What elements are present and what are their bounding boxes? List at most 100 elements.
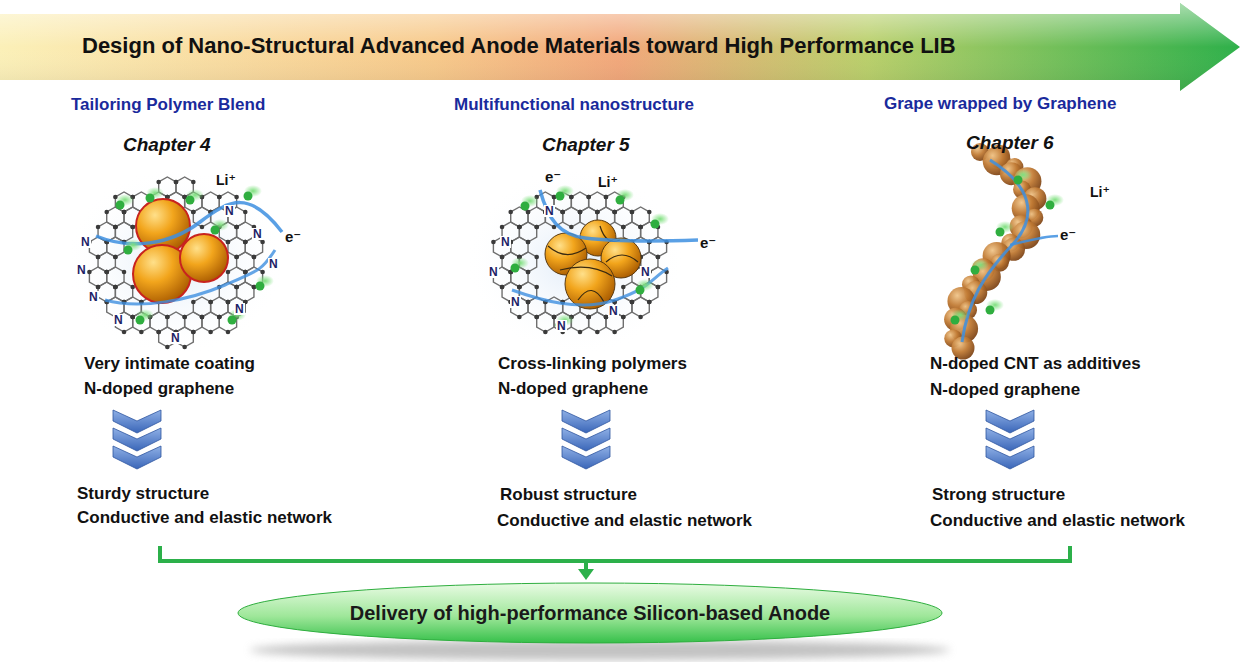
nitrogen-atom: N [76,264,87,276]
carbon-atom [508,210,513,215]
carbon-atom [517,225,522,230]
carbon-atom [517,285,522,290]
carbon-atom [647,300,652,305]
carbon-atom [122,210,127,215]
carbon-atom [500,225,505,230]
carbon-atom [139,330,144,335]
feature-text: Conductive and elastic network [497,511,752,531]
nitrogen-atom: N [510,296,521,308]
carbon-atom [174,180,179,185]
lithium-ion [186,196,195,205]
carbon-atom [156,330,161,335]
carbon-atom [217,195,222,200]
carbon-atom [638,315,643,320]
carbon-atom [560,210,565,215]
carbon-atom [226,300,231,305]
grape-chain [944,143,1046,360]
carbon-atom [526,300,531,305]
carbon-atom [526,210,531,215]
carbon-atom [226,300,231,305]
electron-path [962,160,1028,342]
lithium-ion [556,192,565,201]
carbon-atom [534,315,539,320]
lithium-ion [651,220,660,229]
nitrogen-atom: N [500,236,511,248]
carbon-atom [96,225,101,230]
carbon-atom [621,315,626,320]
carbon-atom [578,210,583,215]
result-text: Delivery of high-performance Silicon-bas… [350,602,830,625]
carbon-atom [200,315,205,320]
carbon-atom [252,255,257,260]
lithium-ion [616,196,625,205]
carbon-atom [612,210,617,215]
carbon-atom [656,285,661,290]
carbon-atom [526,300,531,305]
carbon-atom [156,180,161,185]
carbon-atom [569,225,574,230]
carbon-atom [156,330,161,335]
nitrogen-atom: N [88,291,99,303]
carbon-atom [586,195,591,200]
chapter-label: Chapter 5 [542,134,630,156]
carbon-atom [234,285,239,290]
hexagon-ring [537,312,554,332]
hexagon-ring [632,297,649,317]
carbon-atom [534,315,539,320]
carbon-atom [630,210,635,215]
carbon-atom [243,210,248,215]
carbon-atom [638,225,643,230]
carbon-atom [595,210,600,215]
title-text: Design of Nano-Structural Advanced Anode… [82,33,956,58]
carbon-atom [526,240,531,245]
carbon-atom [578,330,583,335]
carbon-atom [560,210,565,215]
column-heading: Grape wrapped by Graphene [884,94,1116,114]
carbon-atom [191,210,196,215]
carbon-atom [234,225,239,230]
carbon-atom [638,225,643,230]
silicon-sphere [180,234,228,282]
carbon-atom [130,225,135,230]
electron-path [105,250,275,304]
carbon-atom [191,300,196,305]
hexagon-ring [589,312,606,332]
carbon-atom [552,315,557,320]
carbon-atom [122,330,127,335]
lithium-ion [521,202,530,211]
carbon-atom [630,300,635,305]
carbon-atom [526,270,531,275]
carbon-atom [200,315,205,320]
feature-text: Cross-linking polymers [498,354,687,374]
carbon-atom [234,255,239,260]
chevron [986,410,1034,433]
carbon-atom [526,240,531,245]
carbon-atom [630,300,635,305]
feature-text: N-doped CNT as additives [930,354,1141,374]
ion-label: Li⁺ [1090,184,1110,200]
carbon-atom [260,270,265,275]
carbon-atom [226,300,231,305]
carbon-atom [113,285,118,290]
carbon-atom [113,285,118,290]
carbon-atom [260,240,265,245]
carbon-atom [200,315,205,320]
carbon-atom [191,210,196,215]
carbon-atom [630,210,635,215]
carbon-atom [656,285,661,290]
carbon-atom [113,225,118,230]
chevron [986,446,1034,469]
feature-text: N-doped graphene [498,379,648,399]
carbon-atom [113,225,118,230]
lithium-ion [986,306,995,315]
lithium-ions [116,169,1065,330]
carbon-atom [656,255,661,260]
hexagon-ring [571,312,588,332]
carbon-atom [612,330,617,335]
nitrogen-atom: N [170,332,181,344]
feature-text: N-doped graphene [84,379,234,399]
column-heading: Tailoring Polymer Blend [71,95,265,115]
carbon-atom [226,240,231,245]
chevron [113,410,161,433]
lithium-ion [971,266,980,275]
